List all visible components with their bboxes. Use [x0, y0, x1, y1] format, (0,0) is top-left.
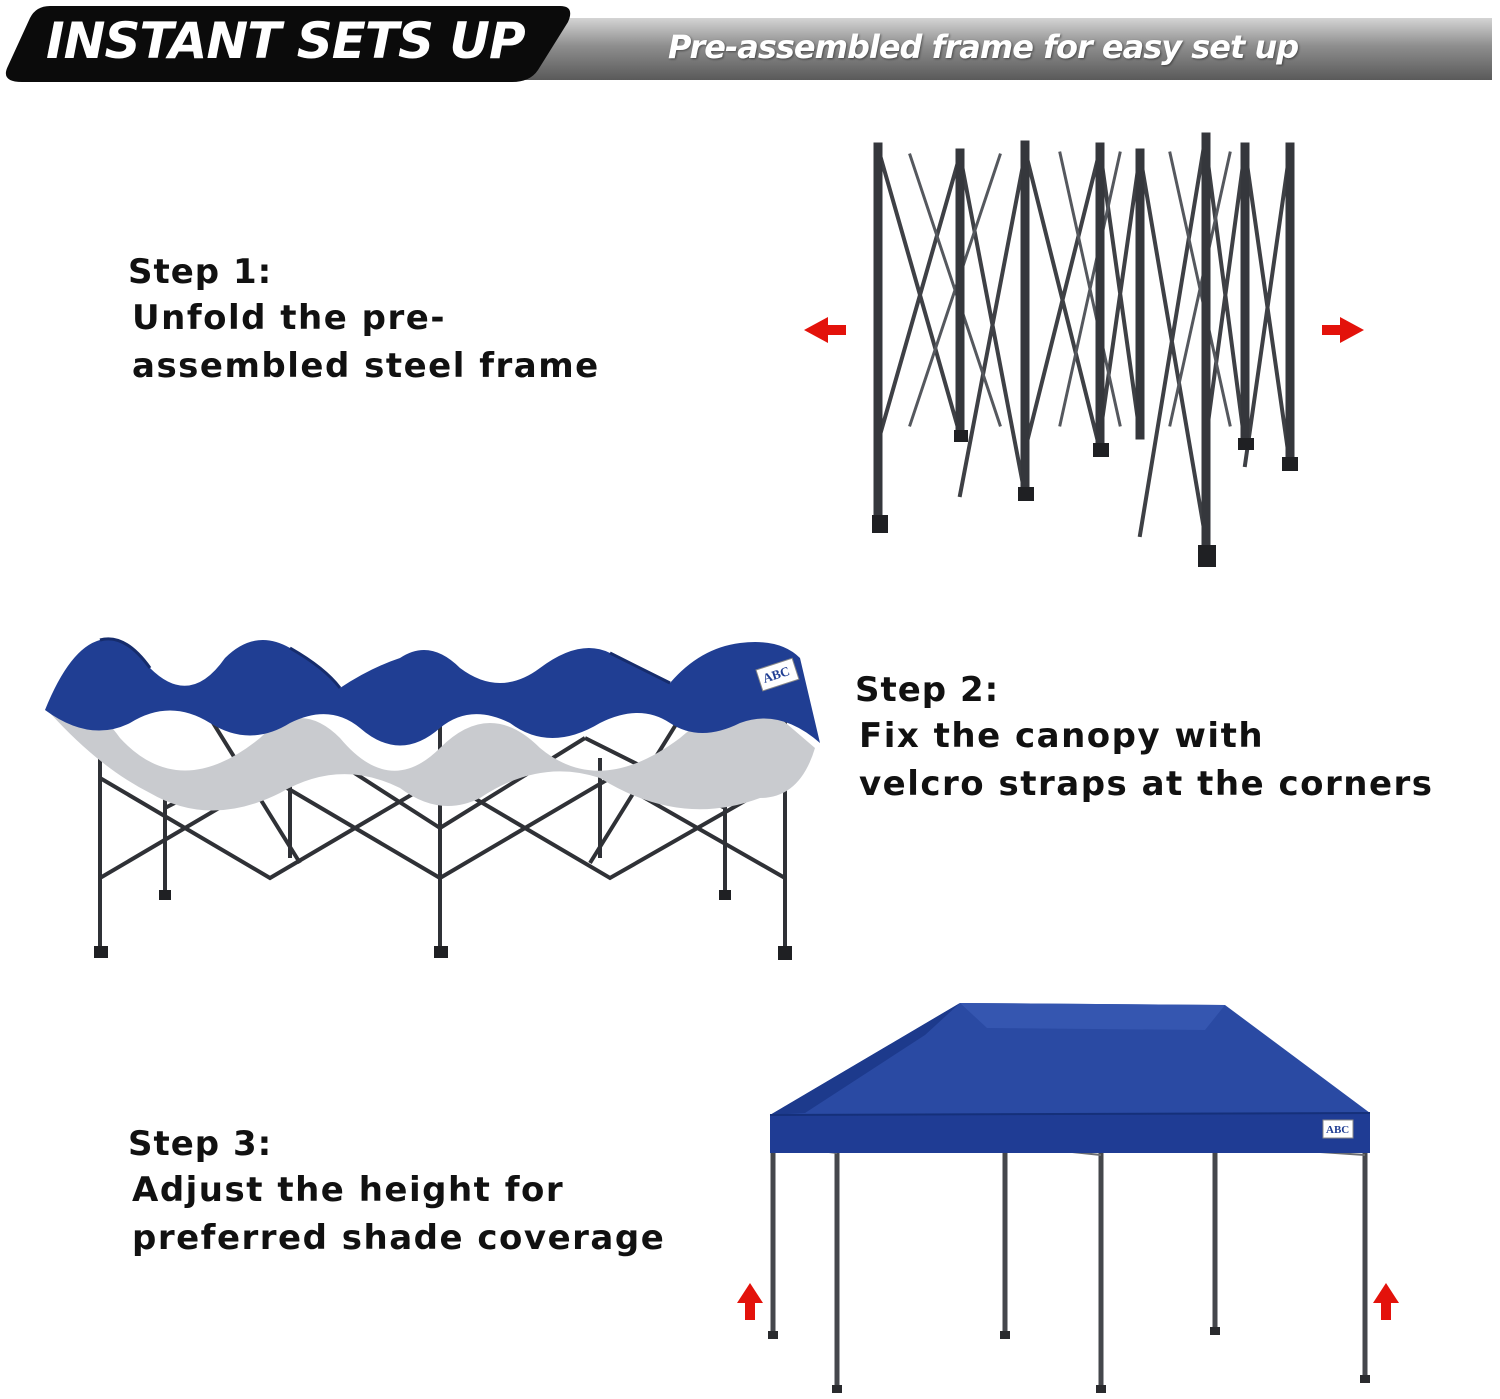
- step-1-line-2: assembled steel frame: [132, 346, 600, 386]
- step-2-line-2: velcro straps at the corners: [859, 764, 1434, 804]
- step-1-line-1: Unfold the pre-: [132, 298, 446, 338]
- headline: INSTANT SETS UP: [46, 12, 526, 70]
- abc-logo-text-tent: ABC: [1326, 1124, 1349, 1136]
- header-banner: INSTANT SETS UP Pre-assembled frame for …: [0, 0, 1500, 100]
- step-1-frame-image: [804, 132, 1364, 567]
- step-3-tent-image: ABC: [737, 1003, 1399, 1393]
- right-arrow-icon: [1322, 317, 1364, 343]
- step-3-line-2: preferred shade coverage: [132, 1218, 666, 1258]
- tagline: Pre-assembled frame for easy set up: [668, 28, 1299, 66]
- left-arrow-icon: [804, 317, 846, 343]
- step-2-title: Step 2:: [855, 670, 1000, 710]
- up-arrow-icon: [1373, 1283, 1399, 1320]
- up-arrow-icon: [737, 1283, 763, 1320]
- step-2-line-1: Fix the canopy with: [859, 716, 1265, 756]
- abc-logo-icon: ABC: [755, 657, 800, 692]
- step-3: Step 3: Adjust the height for preferred …: [128, 1122, 728, 1262]
- step-1-title: Step 1:: [128, 252, 273, 292]
- step-2-canopy-image: ABC: [45, 637, 820, 960]
- abc-logo-icon-tent: ABC: [1322, 1119, 1354, 1139]
- step-2: Step 2: Fix the canopy with velcro strap…: [855, 668, 1495, 808]
- step-1: Step 1: Unfold the pre- assembled steel …: [128, 250, 648, 390]
- step-3-line-1: Adjust the height for: [132, 1170, 565, 1210]
- banner-background: [0, 6, 1492, 82]
- step-3-title: Step 3:: [128, 1124, 273, 1164]
